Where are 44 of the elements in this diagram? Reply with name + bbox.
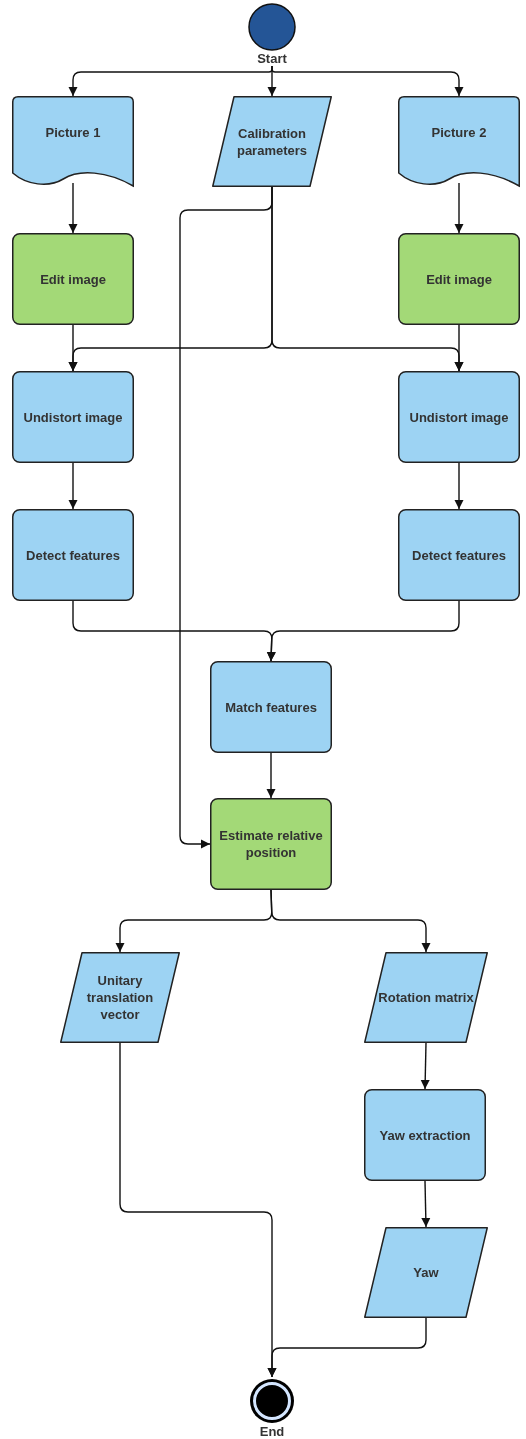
data-parallelogram — [212, 96, 332, 187]
box-label: Detect features — [26, 546, 120, 564]
process-box — [398, 371, 520, 463]
arrow — [267, 1317, 427, 1378]
box-label: Picture 1 — [45, 124, 101, 141]
arrow — [68, 462, 78, 510]
box-label: Edit image — [426, 270, 492, 288]
box-label: Match features — [225, 698, 317, 716]
data-parallelogram — [364, 952, 488, 1043]
process-box — [12, 371, 134, 463]
box-label: Unitary translation vector — [85, 972, 155, 1023]
box-label: Yaw — [413, 1264, 439, 1281]
box-label: Detect features — [412, 546, 506, 564]
arrow — [420, 1042, 430, 1090]
process-box — [210, 661, 332, 753]
arrow — [454, 462, 464, 510]
process-box — [398, 509, 520, 601]
data-parallelogram — [60, 952, 180, 1043]
box-label: Rotation matrix — [378, 989, 474, 1006]
box-label: Calibration parameters — [235, 124, 309, 159]
arrow — [270, 889, 431, 953]
data-parallelogram — [364, 1227, 488, 1318]
process-box — [12, 233, 134, 325]
process-box — [398, 233, 520, 325]
process-box — [12, 509, 134, 601]
arrow — [266, 752, 276, 799]
process-box — [364, 1089, 486, 1181]
arrow — [179, 186, 273, 849]
box-label: Estimate relative position — [218, 827, 324, 861]
process-box — [210, 798, 332, 890]
box-label: Undistort image — [409, 408, 509, 426]
arrow — [421, 1180, 431, 1228]
arrow — [68, 182, 78, 234]
document-shape — [398, 96, 520, 187]
node-label: Start — [257, 49, 287, 67]
box-label: Yaw extraction — [379, 1126, 471, 1144]
arrow — [266, 600, 460, 662]
node-label: End — [259, 1423, 285, 1439]
box-label: Undistort image — [23, 408, 123, 426]
box-label: Edit image — [40, 270, 106, 288]
arrow — [271, 65, 464, 97]
document-shape — [12, 96, 134, 187]
arrow — [454, 182, 464, 234]
box-label: Picture 2 — [431, 124, 487, 141]
